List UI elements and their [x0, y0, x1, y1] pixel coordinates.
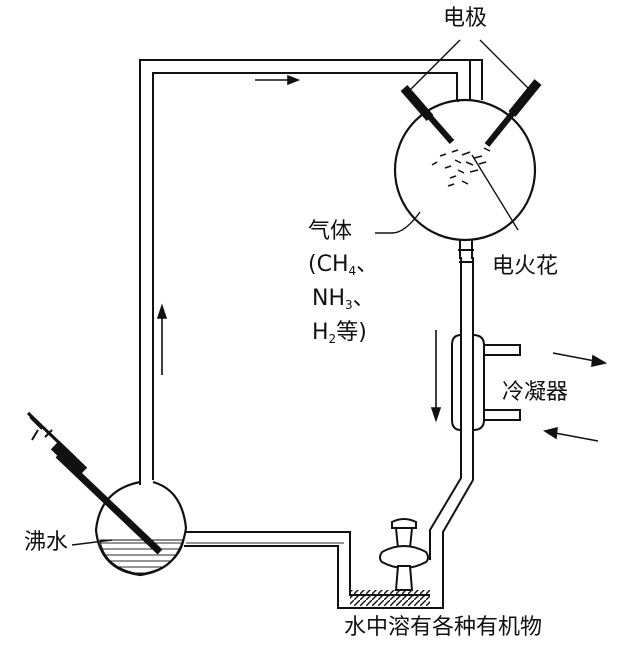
gas-line2-a: NH	[312, 286, 345, 311]
gas-line1-sub: 4	[348, 264, 357, 278]
spark-marks	[431, 147, 491, 187]
flow-arrow-top	[255, 74, 301, 86]
spark-label: 电火花	[492, 254, 559, 279]
coolant-in-arrow	[542, 426, 599, 442]
gas-line2-b: 、	[352, 286, 375, 311]
gas-line2-sub: 3	[345, 298, 353, 312]
flow-arrow-down	[430, 330, 442, 423]
down-tube	[429, 240, 474, 560]
gas-sphere	[393, 98, 537, 242]
boiling-flask	[94, 480, 188, 577]
organic-deposit	[350, 590, 430, 606]
gas-line1-a: (CH	[308, 252, 349, 277]
gas-line3-b: 等)	[336, 320, 367, 345]
flask-rod	[26, 411, 163, 555]
gas-label-title: 气体	[308, 219, 353, 244]
condenser	[451, 334, 521, 431]
coolant-out-arrow	[552, 352, 608, 368]
condenser-label: 冷凝器	[502, 380, 569, 405]
flow-arrow-up	[156, 303, 168, 375]
upper-tube	[139, 59, 483, 485]
gas-label-line3: H2等)	[312, 320, 367, 346]
gas-line3-sub: 2	[328, 332, 337, 346]
electrode-left	[400, 85, 455, 144]
electrode-label: 电极	[443, 6, 488, 31]
boiling-water-label: 沸水	[24, 530, 69, 555]
electrode-right	[484, 79, 542, 147]
spark-pointer-line	[471, 154, 519, 231]
gas-label-line2: NH3、	[312, 286, 375, 312]
gas-pointer-line	[375, 211, 421, 234]
flask-water	[99, 539, 185, 575]
gas-line3-a: H	[312, 320, 329, 345]
organic-label: 水中溶有各种有机物	[344, 615, 543, 640]
gas-line1-b: 、	[356, 252, 379, 277]
side-arm-water	[186, 538, 344, 546]
gas-label-line1: (CH4、	[308, 252, 379, 278]
electrode-pointer-lines	[409, 39, 529, 91]
stopcock	[379, 518, 429, 591]
boiling-water-pointer-line	[71, 539, 113, 546]
